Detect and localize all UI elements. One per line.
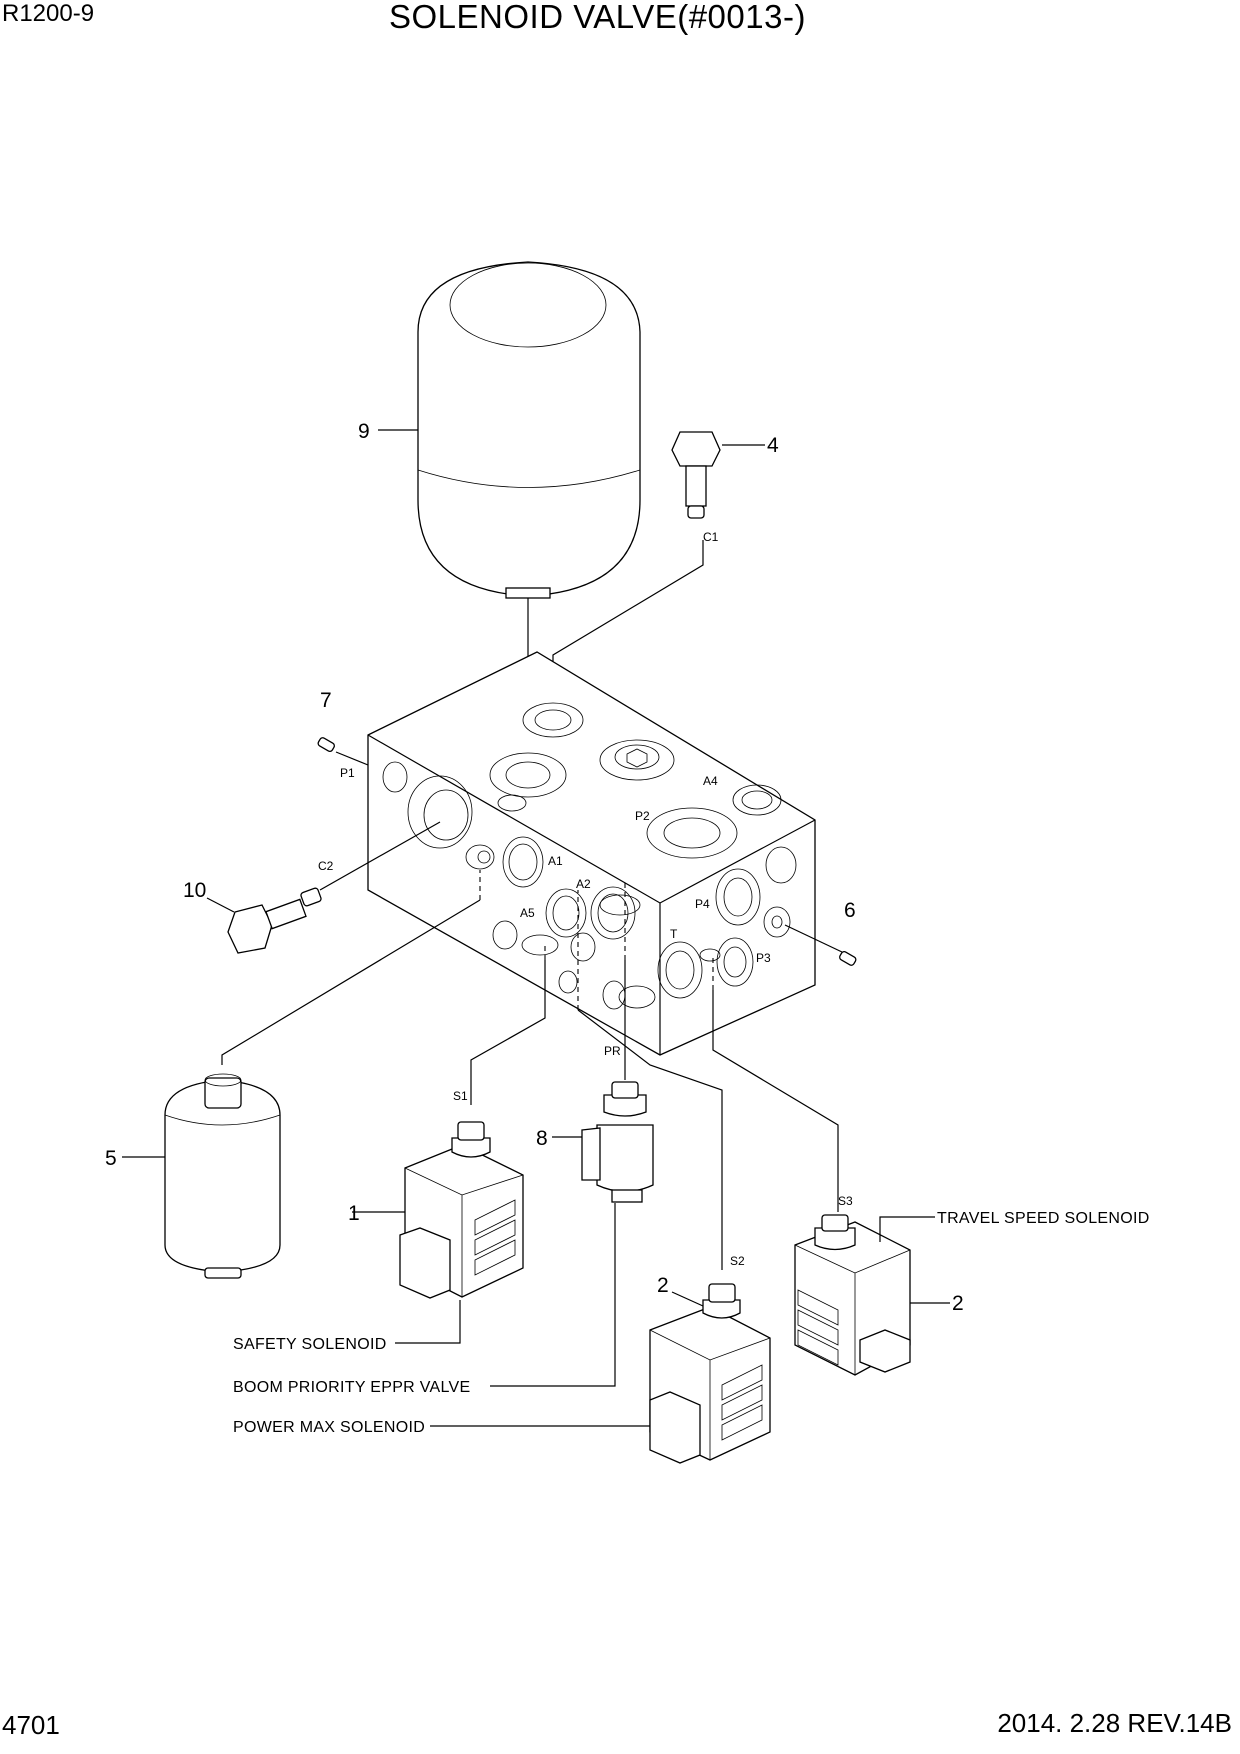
callout-5: 5	[105, 1147, 117, 1170]
port-label-p2: P2	[635, 809, 650, 823]
port-label-s2: S2	[730, 1254, 745, 1268]
travel-speed-solenoid-part-2	[712, 955, 950, 1376]
port-label-c1: C1	[703, 530, 719, 544]
port-label-a4: A4	[703, 774, 718, 788]
port-label-p4: P4	[695, 897, 710, 911]
plug-part-7	[317, 737, 369, 766]
manifold-block	[367, 651, 816, 1056]
callout-8: 8	[536, 1127, 548, 1150]
callout-6: 6	[844, 899, 856, 922]
model-number: R1200-9	[2, 0, 95, 27]
port-label-s1: S1	[453, 1089, 468, 1103]
port-label-pr: PR	[604, 1044, 621, 1058]
safety-solenoid-part-1	[352, 945, 546, 1344]
callout-7: 7	[320, 689, 332, 712]
port-label-p3: P3	[756, 951, 771, 965]
filter-part-5	[122, 870, 481, 1279]
port-label-a1: A1	[548, 854, 563, 868]
label-travel-speed-solenoid: TRAVEL SPEED SOLENOID	[937, 1210, 1150, 1227]
label-power-max-solenoid: POWER MAX SOLENOID	[233, 1419, 425, 1436]
page-number: 4701	[2, 1710, 60, 1740]
port-label-p1: P1	[340, 766, 355, 780]
port-label-s3: S3	[838, 1194, 853, 1208]
callout-2-power-max: 2	[657, 1274, 669, 1297]
plug-part-10	[206, 821, 441, 954]
callout-10: 10	[183, 879, 206, 902]
port-label-a2: A2	[576, 877, 591, 891]
port-label-c2: C2	[318, 859, 334, 873]
callout-4: 4	[767, 434, 779, 457]
power-max-solenoid-part-2	[430, 890, 771, 1464]
label-boom-priority-eppr-valve: BOOM PRIORITY EPPR VALVE	[233, 1379, 470, 1396]
revision-date: 2014. 2.28 REV.14B	[997, 1708, 1232, 1738]
page-title: SOLENOID VALVE(#0013-)	[389, 0, 806, 35]
plug-part-6	[784, 924, 857, 966]
port-label-a5: A5	[520, 906, 535, 920]
port-label-t: T	[670, 927, 678, 941]
label-safety-solenoid: SAFETY SOLENOID	[233, 1336, 387, 1353]
callout-2-travel-speed: 2	[952, 1292, 964, 1315]
callout-9: 9	[358, 420, 370, 443]
boom-priority-eppr-valve-part-8	[490, 880, 654, 1387]
callout-1: 1	[348, 1202, 360, 1225]
